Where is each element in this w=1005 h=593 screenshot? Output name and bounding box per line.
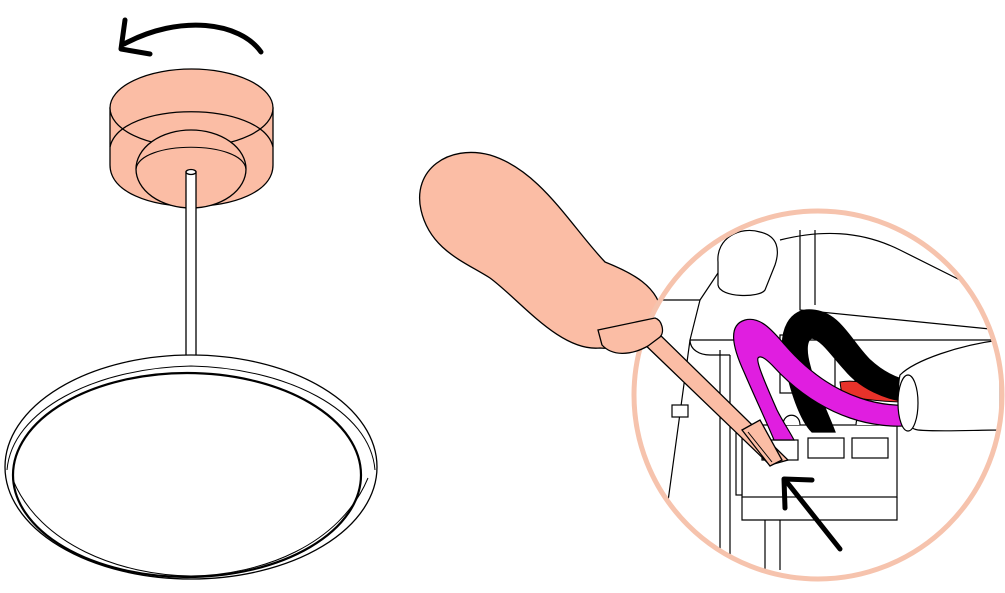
ceiling-canopy — [109, 68, 274, 209]
magnifier-lens — [631, 208, 1005, 582]
suspension-rod — [185, 168, 197, 359]
housing-tab — [717, 230, 778, 296]
lamp-shade — [4, 354, 378, 580]
magnifier-ring — [631, 208, 1005, 582]
pendant-lamp — [4, 17, 378, 580]
pointer-arrow-icon — [781, 476, 843, 552]
screwdriver-handle — [419, 151, 663, 349]
screwdriver-ferrule — [597, 317, 664, 355]
counterclockwise-rotate-arrow-icon — [118, 17, 264, 57]
